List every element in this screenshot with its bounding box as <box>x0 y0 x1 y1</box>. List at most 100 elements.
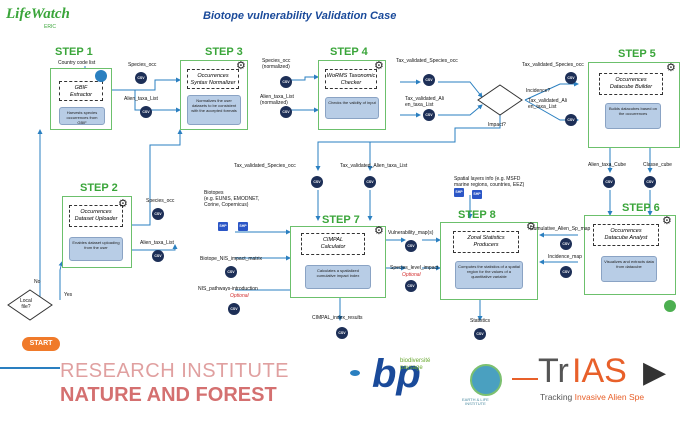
csv-icon: CSV <box>152 250 164 262</box>
csv-icon: CSV <box>603 176 615 188</box>
step6-desc: Visualizes and extracts data from datacu… <box>601 256 657 282</box>
step5-box[interactable]: Occurrences Datacube Builder Builds data… <box>588 62 680 148</box>
gear-icon: ⚙ <box>666 62 676 74</box>
gear-icon: ⚙ <box>236 60 246 72</box>
csv-icon: CSV <box>225 266 237 278</box>
step7-desc: Calculates a spatialized cumulative impa… <box>305 265 371 289</box>
statistics-label: Statistics <box>470 318 491 324</box>
earth-life-logo <box>470 364 502 396</box>
earth-life-text: EARTH & LIFE INSTITUTE <box>462 397 489 407</box>
step2-box[interactable]: Occurrences Dataset Uploader Enables dat… <box>62 196 132 268</box>
csv-icon: CSV <box>336 327 348 339</box>
cumulative-label: Cumulative_Alien_Sp_map <box>530 226 591 232</box>
trias-subtitle-2: Invasive Alien Spe <box>574 392 645 402</box>
step5-title: STEP 5 <box>618 48 656 60</box>
step1-tool: GBIF Extractor <box>59 81 103 101</box>
csv-icon: CSV <box>135 72 147 84</box>
csv-icon: CSV <box>228 303 240 315</box>
bp-logo: bp <box>372 352 421 396</box>
classe-cube-label: Classe_cube <box>643 162 672 168</box>
shp-icon: SHP <box>218 222 228 231</box>
lifewatch-logo: LifeWatch <box>6 6 70 22</box>
step4-desc: Checks the validity of input <box>325 97 379 119</box>
local-file-question: Local file? <box>20 298 32 310</box>
impact-question: Impact? <box>488 122 506 128</box>
csv-icon: CSV <box>565 72 577 84</box>
alien-taxa-label: Alien_taxa_List <box>124 96 158 102</box>
step8-tool: Zonal Statistics Producers <box>453 231 519 253</box>
csv-icon: CSV <box>644 176 656 188</box>
research-institute-line2: NATURE AND FOREST <box>60 384 277 406</box>
biotopes-label: Biotopes (e.g. EUNIS, EMODNET, Corine, C… <box>204 190 260 208</box>
optional-label-1: Optional <box>230 293 249 299</box>
trias-logo-ias: IAS <box>572 352 627 390</box>
step2-title: STEP 2 <box>80 182 118 194</box>
gear-icon: ⚙ <box>374 225 384 237</box>
csv-icon: CSV <box>140 106 152 118</box>
species-occ-label-2: Species_occ <box>146 198 175 204</box>
page-title: Biotope vulnerability Validation Case <box>203 10 397 22</box>
step7-box[interactable]: CIMPAL Calculator Calculates a spatializ… <box>290 226 386 298</box>
alien-cube-label: Alien_taxa_Cube <box>588 162 627 168</box>
csv-icon: CSV <box>364 176 376 188</box>
step6-box[interactable]: Occurrences Datacube Analyst Visualizes … <box>584 215 676 295</box>
csv-icon: CSV <box>280 106 292 118</box>
bird-icon <box>350 370 360 376</box>
no-label: No <box>34 279 41 285</box>
step7-tool: CIMPAL Calculator <box>301 233 365 255</box>
step2-desc: Enables dataset uploading from the user <box>69 237 123 261</box>
step8-box[interactable]: Zonal Statistics Producers Computes the … <box>440 222 538 300</box>
incidence-question: Incidence? <box>526 88 551 94</box>
step3-desc: Normalizes the user datasets to be consi… <box>187 95 241 125</box>
shp-icon: SHP <box>472 190 482 199</box>
tax-val-alien-label-3: Tax_validated_Alien_taxa_List <box>340 163 408 169</box>
database-icon <box>95 70 107 82</box>
shp-icon: SHP <box>454 188 464 197</box>
step8-title: STEP 8 <box>458 209 496 221</box>
step4-title: STEP 4 <box>330 46 368 58</box>
gear-icon: ⚙ <box>662 215 672 227</box>
tax-val-alien-label-2: Tax_validated_Ali en_taxa_List <box>528 98 567 110</box>
trias-subtitle: Tracking Invasive Alien Spe <box>540 392 644 402</box>
step4-box[interactable]: WoRMS Taxonomic Checker Checks the valid… <box>318 60 386 130</box>
step5-tool: Occurrences Datacube Builder <box>599 73 663 95</box>
incidence-map-label: Incidence_map <box>548 254 582 260</box>
trias-line <box>512 378 538 380</box>
nis-pathways-label: NIS_pathways-introduction <box>198 286 258 292</box>
step1-title: STEP 1 <box>55 46 93 58</box>
step3-title: STEP 3 <box>205 46 243 58</box>
step1-box[interactable]: GBIF Extractor Harvests species occurren… <box>50 68 112 130</box>
gear-icon: ⚙ <box>526 221 536 233</box>
species-occ-label: Species_occ <box>128 62 157 68</box>
yes-label: Yes <box>64 292 73 298</box>
trias-subtitle-1: Tracking <box>540 392 575 402</box>
csv-icon: CSV <box>560 238 572 250</box>
csv-icon: CSV <box>280 76 292 88</box>
cimpal-results-label: CIMPAL_index_results <box>312 315 363 321</box>
step1-desc: Harvests species occurrences from GBIF <box>59 107 105 125</box>
csv-icon: CSV <box>423 74 435 86</box>
tax-val-species-label-2: Tax_validated_Species_occ <box>522 62 584 68</box>
csv-icon: CSV <box>405 240 417 252</box>
step6-tool: Occurrences Datacube Analyst <box>593 224 659 246</box>
step8-desc: Computes the statistics of a spatial reg… <box>455 261 523 289</box>
step6-title: STEP 6 <box>622 202 660 214</box>
step2-tool: Occurrences Dataset Uploader <box>69 205 123 227</box>
step5-desc: Builds datacubes based on the occurrence… <box>605 103 661 129</box>
csv-icon: CSV <box>474 328 486 340</box>
vulnerability-label: Vulnerability_map(s) <box>388 230 434 236</box>
tax-val-species-label: Tax_validated_Species_occ <box>396 58 458 64</box>
gear-icon: ⚙ <box>118 198 128 210</box>
bp-logo-text: biodiversité paysage <box>400 358 431 371</box>
step3-tool: Occurrences Syntax Normalizer <box>187 69 239 89</box>
lifewatch-logo-sub: ERIC <box>44 24 56 30</box>
country-code-label: Country code list <box>58 60 96 66</box>
step3-box[interactable]: Occurrences Syntax Normalizer Normalizes… <box>180 60 248 130</box>
step4-tool: WoRMS Taxonomic Checker <box>325 69 377 89</box>
start-button[interactable]: START <box>22 337 60 351</box>
alien-taxa-label-2: Alien_taxa_List <box>140 240 174 246</box>
alien-taxa-norm-label: Alien_taxa_List (normalized) <box>260 94 294 106</box>
tax-val-alien-label: Tax_validated_Ali en_taxa_List <box>405 96 444 108</box>
